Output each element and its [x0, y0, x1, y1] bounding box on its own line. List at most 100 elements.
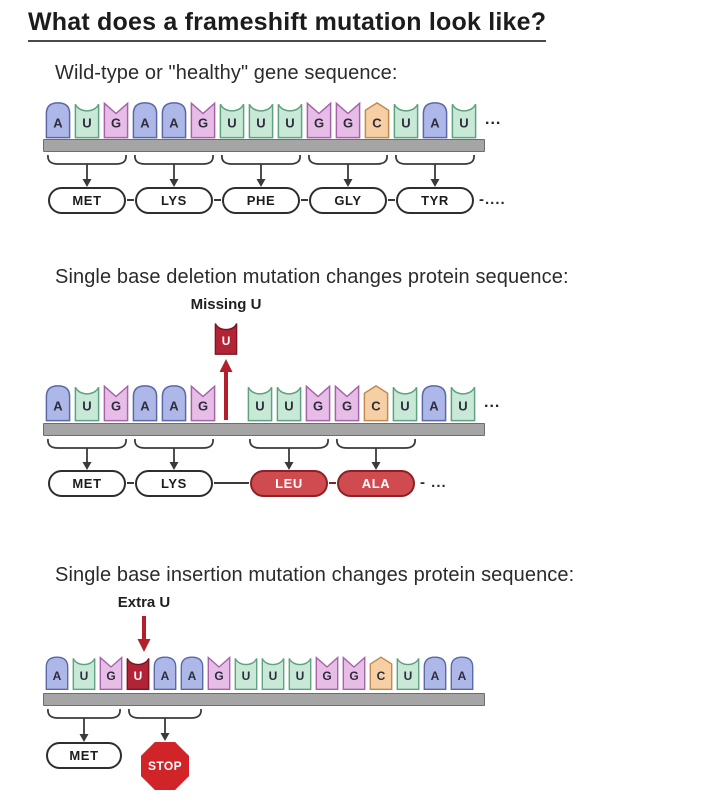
svg-text:U: U	[458, 398, 467, 413]
svg-text:G: G	[198, 398, 208, 413]
svg-text:U: U	[401, 115, 410, 130]
nucleotide-A-4: A	[132, 101, 158, 139]
nucleotide-shape-icon: U	[276, 386, 302, 422]
nucleotide-shape-icon: A	[161, 102, 187, 139]
nucleotide-shape-icon: U	[72, 658, 96, 690]
nucleotide-shape-icon: G	[335, 101, 361, 139]
nucleotide-U-2: U	[74, 101, 100, 139]
svg-text:A: A	[169, 398, 179, 413]
nucleotide-U-14: U	[396, 654, 420, 692]
nucleotide-shape-icon: C	[364, 101, 390, 139]
nucleotide-G-3: G	[99, 654, 123, 692]
nucleotide-shape-icon: U	[126, 658, 150, 690]
svg-text:A: A	[458, 669, 467, 683]
codon-bracket	[393, 154, 477, 193]
page-title: What does a frameshift mutation look lik…	[28, 8, 547, 42]
nucleotide-U-8: U	[248, 101, 274, 139]
nucleotide-C-11: C	[363, 384, 389, 422]
svg-text:G: G	[198, 115, 208, 130]
codon-chain-connector	[127, 199, 134, 201]
codon-pill-leu: LEU	[250, 470, 328, 497]
nucleotide-U-mutant-4: U	[126, 654, 150, 692]
nucleotide-A-15: A	[423, 654, 447, 692]
nucleotide-shape-icon: A	[132, 102, 158, 139]
nucleotide-shape-icon: U	[392, 386, 418, 422]
nucleotide-U-7: U	[219, 101, 245, 139]
nucleotide-A-1: A	[45, 654, 69, 692]
svg-text:G: G	[343, 115, 353, 130]
codon-pill-met: MET	[46, 742, 122, 769]
mrna-strand-bar	[43, 139, 485, 152]
nucleotide-shape-icon: A	[423, 656, 447, 690]
mutation-arrow-down-icon	[136, 615, 152, 658]
svg-text:A: A	[53, 398, 63, 413]
nucleotide-shape-icon: A	[45, 656, 69, 690]
nucleotide-G-11: G	[335, 101, 361, 139]
svg-text:U: U	[285, 115, 294, 130]
codon-pill-phe: PHE	[222, 187, 300, 214]
nucleotide-shape-icon: C	[369, 656, 393, 690]
nucleotide-shape-icon: U	[277, 103, 303, 139]
codon-pill-tyr: TYR	[396, 187, 474, 214]
nucleotide-U-8: U	[234, 654, 258, 692]
mrna-strand-bar	[43, 693, 485, 706]
nucleotide-A-5: A	[161, 101, 187, 139]
extra-u-label: Extra U	[117, 594, 171, 611]
nucleotide-shape-icon: G	[190, 101, 216, 139]
nucleotide-C-12: C	[364, 101, 390, 139]
nucleotide-G-12: G	[342, 654, 366, 692]
sequence-ellipsis: ...	[484, 394, 501, 411]
codon-pill-ala: ALA	[337, 470, 415, 497]
svg-text:U: U	[255, 398, 264, 413]
nucleotide-A-5: A	[153, 654, 177, 692]
nucleotide-G-11: G	[315, 654, 339, 692]
nucleotide-shape-icon: A	[153, 656, 177, 690]
nucleotide-shape-icon: G	[315, 656, 339, 690]
svg-text:U: U	[80, 669, 89, 683]
nucleotide-shape-icon: U	[74, 386, 100, 422]
svg-text:C: C	[371, 398, 381, 413]
nucleotide-U-13: U	[393, 101, 419, 139]
svg-text:C: C	[377, 669, 386, 683]
codon-bracket	[45, 438, 129, 476]
nucleotide-G-9: G	[305, 384, 331, 422]
svg-text:G: G	[342, 398, 352, 413]
svg-text:U: U	[82, 398, 91, 413]
codon-chain-connector	[214, 482, 249, 484]
svg-text:A: A	[140, 398, 150, 413]
codon-pill-met: MET	[48, 187, 126, 214]
nucleotide-shape-icon: U	[393, 103, 419, 139]
nucleotide-shape-icon: A	[180, 656, 204, 690]
nucleotide-U-8: U	[276, 384, 302, 422]
nucleotide-G-10: G	[306, 101, 332, 139]
svg-text:U: U	[242, 669, 251, 683]
nucleotide-shape-icon: U	[396, 658, 420, 690]
nucleotide-shape-icon: G	[99, 656, 123, 690]
svg-text:G: G	[314, 115, 324, 130]
nucleotide-A-1: A	[45, 101, 71, 139]
codon-bracket	[45, 154, 129, 193]
svg-text:G: G	[313, 398, 323, 413]
mutation-arrow-up-icon	[218, 357, 234, 426]
codon-chain-connector	[301, 199, 308, 201]
svg-text:A: A	[431, 669, 440, 683]
codon-chain-connector	[214, 199, 221, 201]
codon-bracket	[132, 154, 216, 193]
codon-chain-connector	[329, 482, 336, 484]
nucleotide-shape-icon: C	[363, 384, 389, 422]
nucleotide-U-2: U	[72, 654, 96, 692]
nucleotide-shape-icon: A	[421, 385, 447, 422]
nucleotide-shape-icon: G	[207, 656, 231, 690]
svg-text:A: A	[429, 398, 439, 413]
stop-sign-icon: STOP	[141, 742, 189, 790]
svg-text:U: U	[400, 398, 409, 413]
nucleotide-G-7: G	[207, 654, 231, 692]
svg-text:A: A	[169, 115, 179, 130]
codon-bracket	[219, 154, 303, 193]
nucleotide-G-3: G	[103, 101, 129, 139]
svg-text:U: U	[256, 115, 265, 130]
nucleotide-shape-icon: A	[45, 385, 71, 422]
section-heading-wildtype: Wild-type or "healthy" gene sequence:	[55, 62, 398, 84]
svg-text:A: A	[161, 669, 170, 683]
nucleotide-shape-icon: U	[261, 658, 285, 690]
